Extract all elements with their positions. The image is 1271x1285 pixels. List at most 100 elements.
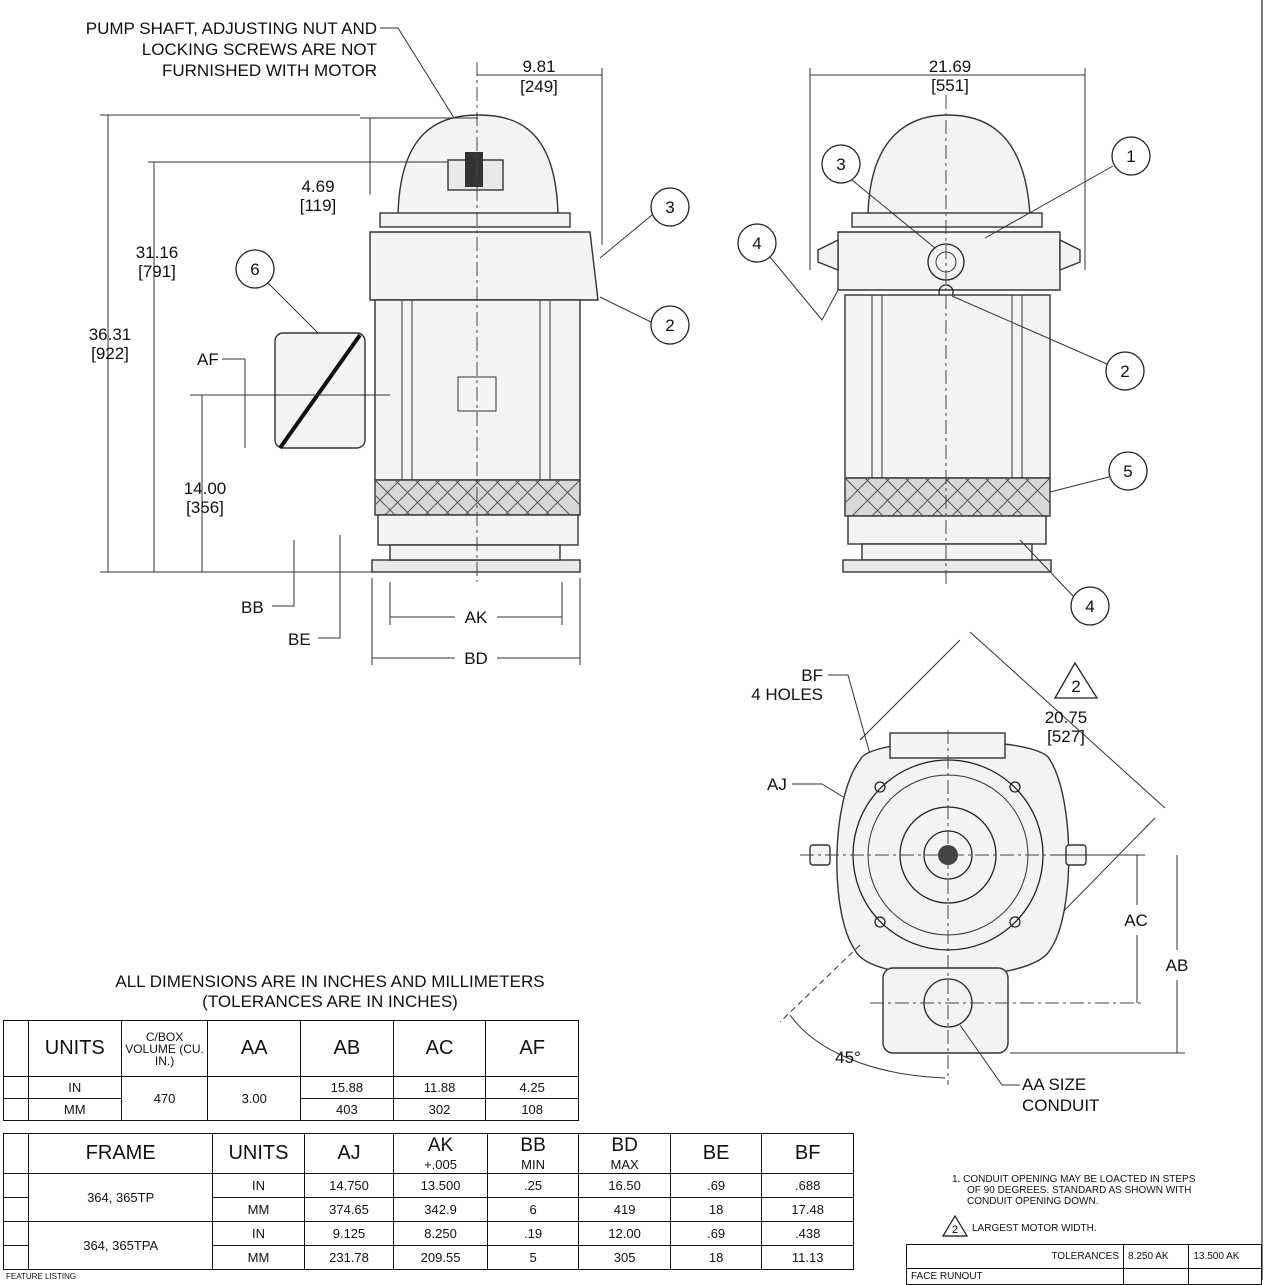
t1-header-aa: AA	[207, 1020, 302, 1077]
callout-2-front	[650, 305, 690, 345]
t1-header-cbox: C/BOX VOLUME (CU. IN.)	[120, 1020, 209, 1077]
base-flange	[371, 559, 581, 573]
svg-text:3: 3	[836, 155, 845, 174]
dim-20-75-mm: [527]	[1047, 727, 1085, 746]
svg-text:2: 2	[1071, 677, 1080, 696]
shaft-note-leader	[380, 27, 475, 151]
t1-units-mm: MM	[27, 1098, 122, 1121]
svg-text:2: 2	[1120, 362, 1129, 381]
t2-cell: MM	[212, 1245, 305, 1270]
callout-5-side	[1108, 451, 1148, 491]
tol-title: TOLERANCES	[906, 1244, 1124, 1269]
label-bb: BB	[241, 598, 264, 617]
t1-ab-mm: 403	[300, 1098, 394, 1121]
t1-ac-in: 11.88	[392, 1076, 487, 1099]
t2-cell: IN	[212, 1173, 305, 1198]
t2-frame-1: 364, 365TP	[28, 1173, 214, 1222]
t2-cell: 18	[669, 1197, 763, 1222]
t1-header-units: UNITS	[27, 1020, 122, 1077]
t1-header-ac: AC	[392, 1020, 487, 1077]
t2-cell: .19	[486, 1221, 580, 1246]
t2-cell: 14.750	[303, 1173, 395, 1198]
callout-3-front	[650, 187, 690, 227]
label-af: AF	[197, 350, 219, 369]
t2-cell: 419	[578, 1197, 671, 1222]
label-ac: AC	[1124, 911, 1148, 930]
svg-text:1: 1	[1126, 147, 1135, 166]
t2-cell: 17.48	[761, 1197, 854, 1222]
callout-2-side	[1105, 351, 1145, 391]
cbox-dimension-table: UNITS C/BOX VOLUME (CU. IN.) AA AB AC AF…	[3, 1020, 579, 1121]
label-bf: BF	[801, 666, 823, 685]
shaft-note-line-3: FURNISHED WITH MOTOR	[162, 61, 377, 80]
t2-cell: 6	[486, 1197, 580, 1222]
label-aj: AJ	[767, 775, 787, 794]
dim-31-16-in: 31.16	[136, 243, 179, 262]
callout-3-side	[821, 144, 861, 184]
t1-ab-in: 15.88	[300, 1076, 394, 1099]
t1-ac-mm: 302	[392, 1098, 487, 1121]
dimensions-heading: ALL DIMENSIONS ARE IN INCHES AND MILLIME…	[70, 972, 590, 1012]
table-row: MM 231.78 209.55 5 305 18 11.13	[2, 1245, 854, 1270]
feature-listing: FEATURE LISTING	[6, 1272, 77, 1281]
note1-line-2: OF 90 DEGREES. STANDARD AS SHOWN WITH	[967, 1185, 1192, 1196]
table-row: 364, 365TP IN 14.750 13.500 .25 16.50 .6…	[2, 1173, 854, 1222]
angle-45: 45°	[835, 1048, 861, 1067]
t2-cell: .25	[486, 1173, 580, 1198]
t1-header-ab: AB	[300, 1020, 394, 1077]
dim-4-69-in: 4.69	[301, 177, 334, 196]
note2-delta-icon: 2	[941, 1214, 969, 1237]
t2-cell: 16.50	[578, 1173, 671, 1198]
t1-header-af: AF	[485, 1020, 579, 1077]
dim-36-31-in: 36.31	[89, 325, 132, 344]
t2-cell: 8.250	[393, 1221, 488, 1246]
svg-text:2: 2	[665, 316, 674, 335]
t2-cell: .688	[761, 1173, 854, 1198]
svg-text:2: 2	[952, 1224, 958, 1236]
label-ab: AB	[1166, 956, 1189, 975]
dim-36-31-mm: [922]	[91, 344, 129, 363]
bottom-view: BF 4 HOLES AJ 2 20.75 [527] AC	[751, 631, 1189, 1115]
dim-9-81-in: 9.81	[522, 57, 555, 76]
t2-frame-2: 364, 365TPA	[28, 1221, 214, 1270]
callout-1-side	[1111, 136, 1151, 176]
front-view: PUMP SHAFT, ADJUSTING NUT AND LOCKING SC…	[86, 19, 690, 668]
delta-mark-2	[1053, 661, 1099, 699]
t2-cell: .69	[669, 1173, 763, 1198]
svg-text:4: 4	[1085, 597, 1094, 616]
conduit-label-2: CONDUIT	[1022, 1096, 1099, 1115]
label-bd: BD	[464, 649, 488, 668]
t2-cell: 305	[578, 1245, 671, 1270]
svg-text:6: 6	[250, 260, 259, 279]
dim-20-75-in: 20.75	[1045, 708, 1088, 727]
note1-line-1: 1. CONDUIT OPENING MAY BE LOACTED IN STE…	[952, 1174, 1196, 1185]
callout-6	[235, 249, 275, 289]
t2-header-aj: AJ	[303, 1133, 395, 1174]
table1-side	[3, 1020, 29, 1077]
t2-cell: 13.500	[393, 1173, 488, 1198]
t2-header-bf: BF	[761, 1133, 854, 1174]
t2-cell: 209.55	[393, 1245, 488, 1270]
callout-4-side-top	[737, 223, 777, 263]
bracket-housing	[369, 231, 599, 301]
conduit-label-1: AA SIZE	[1022, 1075, 1086, 1094]
t2-header-units: UNITS	[212, 1133, 305, 1174]
svg-text:4: 4	[752, 234, 761, 253]
t2-cell: 18	[669, 1245, 763, 1270]
t2-cell: 5	[486, 1245, 580, 1270]
dim-21-69-mm: [551]	[931, 76, 969, 95]
notes-block: 1. CONDUIT OPENING MAY BE LOACTED IN STE…	[952, 1174, 1252, 1207]
dim-4-69-mm: [119]	[300, 196, 337, 215]
label-ak: AK	[465, 608, 488, 627]
svg-text:3: 3	[665, 198, 674, 217]
nameplate	[457, 376, 497, 412]
t2-header-be: BE	[669, 1133, 763, 1174]
t2-header-frame: FRAME	[28, 1133, 214, 1174]
t1-cbox-value: 470	[120, 1076, 209, 1121]
t2-cell: MM	[212, 1197, 305, 1222]
t1-units-in: IN	[27, 1076, 122, 1099]
t2-cell: 11.13	[761, 1245, 854, 1270]
